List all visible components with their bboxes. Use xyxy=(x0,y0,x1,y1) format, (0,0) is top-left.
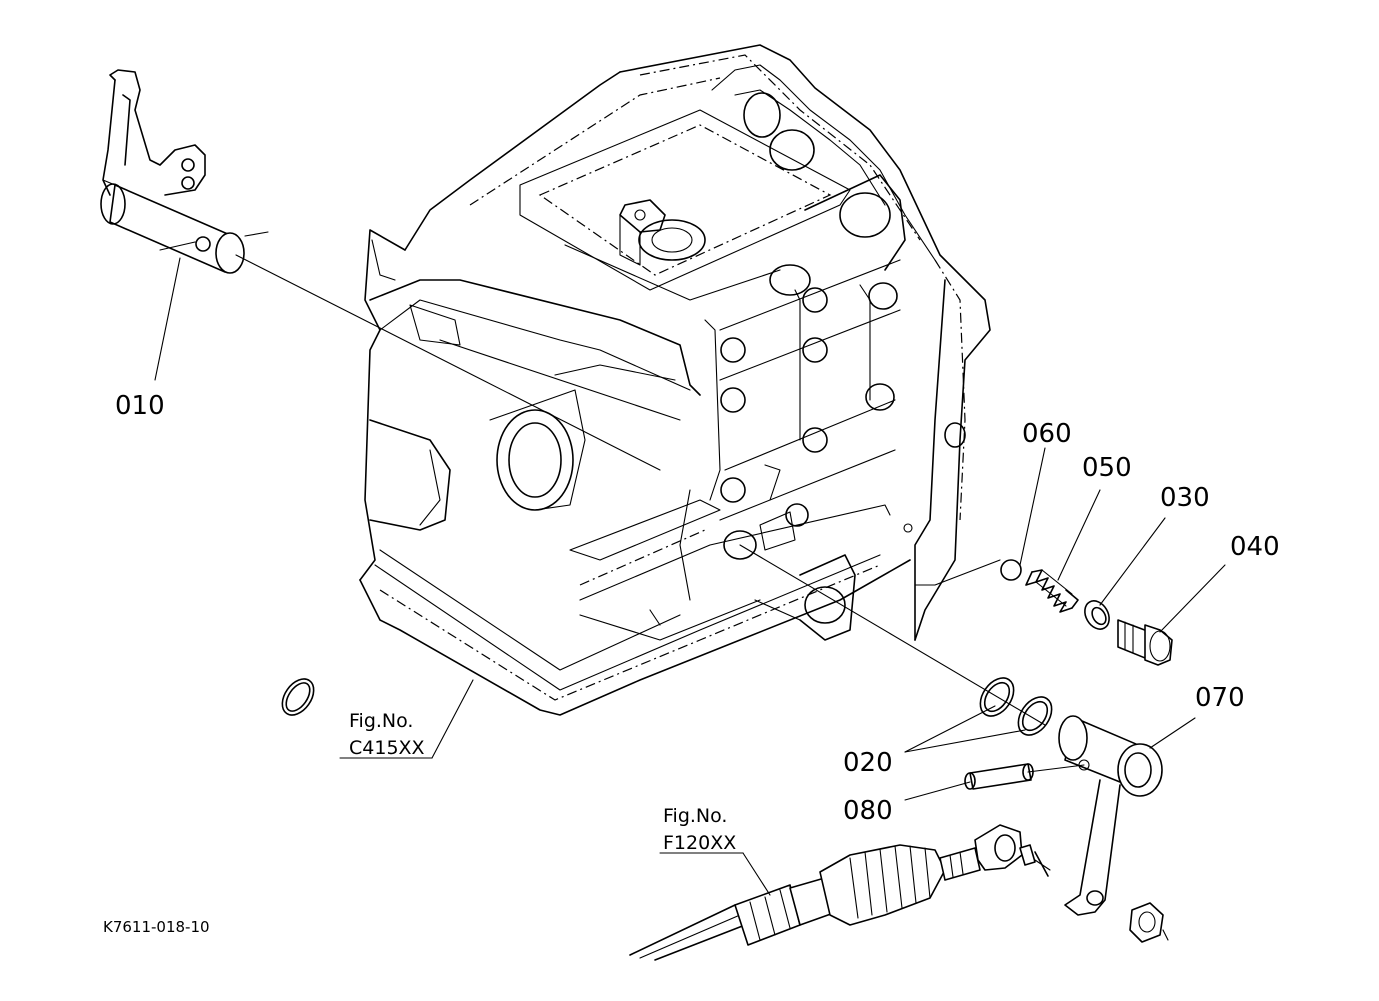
part-050-spring xyxy=(1025,569,1079,613)
ref-f120-line1: Fig.No. xyxy=(663,805,727,827)
cable-assembly xyxy=(629,824,1169,961)
callout-030: 030 xyxy=(1160,483,1210,513)
detent-assembly xyxy=(1000,559,1173,666)
part-040-plug xyxy=(1117,619,1173,666)
part-060-ball xyxy=(1000,559,1022,581)
callout-020: 020 xyxy=(843,748,893,778)
callout-050: 050 xyxy=(1082,453,1132,483)
part-010-shaft-arm xyxy=(100,69,269,274)
part-030-washer xyxy=(1084,600,1110,630)
callout-060: 060 xyxy=(1022,419,1072,449)
ref-c415-line1: Fig.No. xyxy=(349,710,413,732)
drawing-code: K7611-018-10 xyxy=(103,918,210,936)
callout-080: 080 xyxy=(843,796,893,826)
callout-070: 070 xyxy=(1195,683,1245,713)
part-020-o-rings xyxy=(281,678,315,716)
leader-lines xyxy=(154,254,1226,896)
part-070-lever xyxy=(1058,715,1163,916)
callout-010: 010 xyxy=(115,391,165,421)
callout-040: 040 xyxy=(1230,532,1280,562)
transmission-housing xyxy=(359,44,991,716)
o-ring-pair xyxy=(979,677,1053,736)
nut xyxy=(1129,902,1169,943)
part-080-pin xyxy=(964,763,1034,790)
ref-c415-line2: C415XX xyxy=(349,737,425,759)
ref-f120-line2: F120XX xyxy=(663,832,736,854)
